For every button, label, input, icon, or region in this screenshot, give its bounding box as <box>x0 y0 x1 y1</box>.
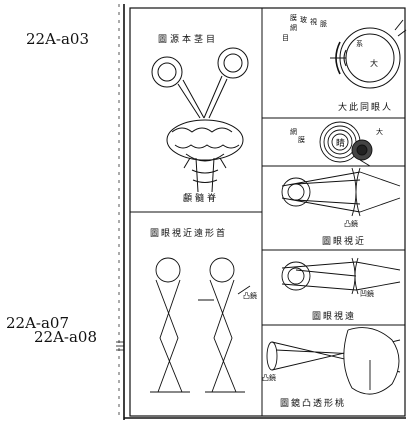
far-sight-caption: 圖眼視遠 <box>312 310 356 322</box>
eye-label-1: 膜 <box>290 13 297 22</box>
retina-label-1: 網 <box>290 127 297 136</box>
eye-anatomy-labels-left: 膜 玻 網 視 脈 <box>290 13 327 32</box>
retina-mark-1: 睛 <box>336 138 345 149</box>
eye-label-4: 視 <box>310 17 317 26</box>
far-sight-drawing <box>282 258 400 294</box>
crossed-eyes-mark: 凸鏡 <box>243 291 257 300</box>
near-sight-drawing <box>282 168 400 216</box>
near-sight-lens-mark: 凸鏡 <box>344 219 358 228</box>
eye-anatomy-drawing <box>330 20 406 88</box>
figure-label-a08: 22A-a08 <box>34 330 97 345</box>
binding-mark <box>116 342 124 350</box>
eye-label-5: 脈 <box>320 19 327 28</box>
brain-caption-top: 圖源本茎目 <box>158 33 218 45</box>
brain-optic-nerve-drawing <box>152 48 248 192</box>
convex-lens-mark: 凸鏡 <box>262 373 276 382</box>
crossed-eyes-caption: 圖眼視近遠形首 <box>150 227 227 239</box>
convex-lens-caption: 圖鏡凸透形桃 <box>280 397 346 409</box>
eye-label-3: 網 <box>290 23 297 32</box>
eye-anatomy-mark-2: 目 <box>282 34 289 42</box>
eye-anatomy-caption: 大此同眼人 <box>338 101 393 113</box>
retina-label-3: 大 <box>376 127 383 136</box>
convex-lens-drawing <box>267 328 400 395</box>
near-sight-caption: 圖眼視近 <box>322 235 366 247</box>
far-sight-lens-mark: 凹鏡 <box>360 289 374 298</box>
retina-drawing <box>320 122 372 166</box>
figure-label-a03: 22A-a03 <box>26 32 89 47</box>
brain-caption-bottom: 顱髓脊 <box>183 192 219 204</box>
eye-anatomy-mark-3: 大 <box>370 58 378 68</box>
eye-anatomy-mark-1: 系 <box>356 39 363 48</box>
crossed-eyes-drawing <box>150 258 250 392</box>
eye-label-2: 玻 <box>300 15 307 24</box>
retina-label-2: 膜 <box>298 135 305 144</box>
